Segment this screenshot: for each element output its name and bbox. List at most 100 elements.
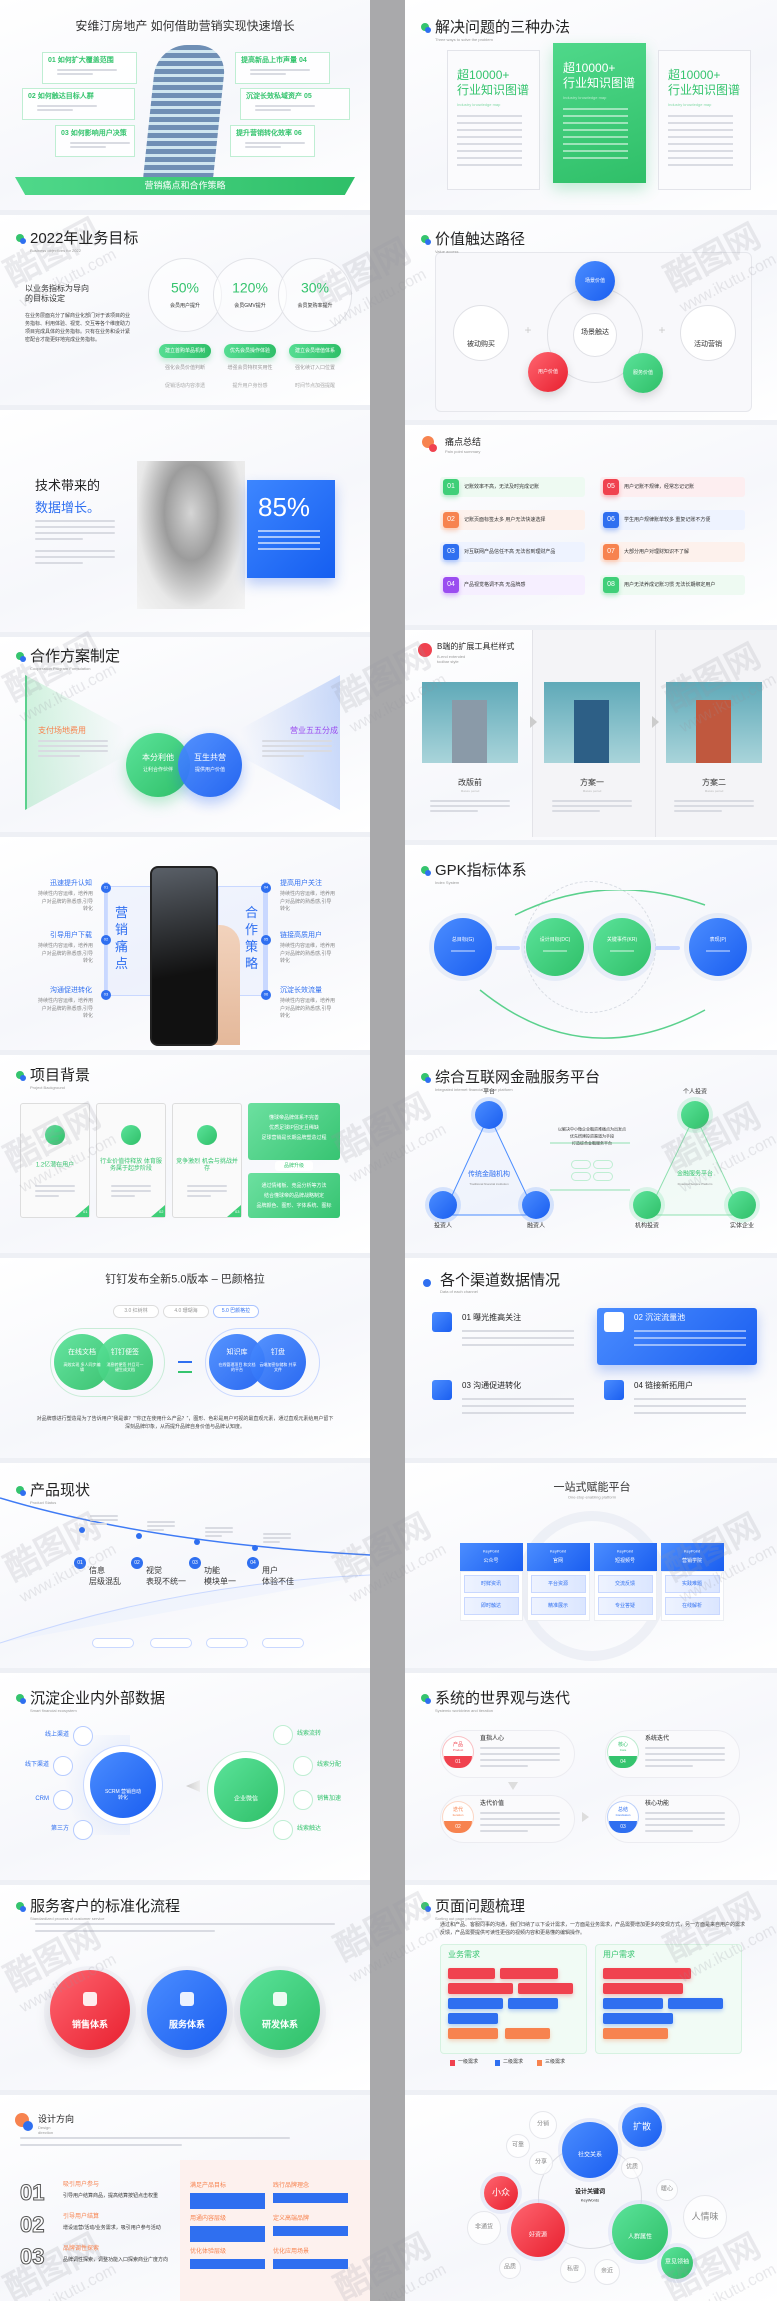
version-tab [163,1305,209,1318]
platform-cell [665,1597,720,1615]
arrow-down-icon [508,1782,518,1790]
step-number: 06 [263,991,269,997]
strategy-card-title: 02 如何触达目标人群 [28,93,94,100]
curve-point [136,1533,142,1539]
text-line [645,1759,725,1761]
text-line [258,530,320,532]
equals-sign [178,1371,192,1373]
tag [593,1160,613,1169]
platform-cell-label: 交流反馈 [614,1581,636,1587]
card-headline: 超10000+ [563,61,616,75]
path-node [453,305,509,361]
requirement-tag [508,1998,558,2009]
card-badge-base [444,1756,472,1768]
section-title: 产品现状 [30,1482,91,1499]
stat-value: 85% [258,492,311,522]
platform-cell [598,1597,653,1615]
action-pill [159,344,211,358]
highlight-block [273,2226,348,2236]
keyword-bubble-minor [656,2179,678,2201]
text-line [430,800,510,802]
keyword-bubble [484,2176,518,2210]
platform-header [661,1543,724,1571]
status-pill [206,1638,248,1648]
card-headline: 行业知识图谱 [668,83,741,97]
lead-label: 线索触达 [297,1826,322,1832]
slide [405,1055,777,1253]
text-line [263,1541,280,1543]
bubble-title: 在线文档 [68,1348,96,1356]
text-line [205,1535,222,1537]
requirement-tag [603,2028,668,2039]
text-line [634,1398,746,1400]
keyword-bubble-minor [506,2134,530,2158]
strategy-desc: 持续性内容运维，培养用户对品牌的熟悉感,引导转化 [280,998,336,1019]
requirement-tag [448,2028,498,2039]
node-label: 场景触达 [581,328,609,336]
system-icon [83,1992,97,2006]
requirement-tag [448,1998,503,2009]
row-title: 引导用户结算 [63,2214,100,2220]
tag [571,1160,591,1169]
action-pill [289,344,341,358]
legend-label: 一级需求 [458,2059,479,2065]
platform-header [460,1543,523,1571]
status-title: 用户 [262,1566,278,1575]
text-line [480,1747,560,1749]
text-line [245,142,305,144]
lead-icon [293,1790,313,1810]
green-card-text: 通过情绪板、竞品分析等方法 [261,1183,327,1189]
pain-point-number: 02 [447,515,455,523]
text-line [35,562,83,564]
circle-title: 互生共营 [194,753,226,763]
section-title: 合作方案制定 [30,648,121,665]
text-line [255,105,315,107]
status-pill [92,1638,134,1648]
text-line [668,157,733,159]
logo-dot-icon [20,1490,26,1496]
node-label: 个人投资 [682,1089,708,1096]
curve-point [252,1545,258,1551]
value-node [528,352,568,392]
requirement-tag [505,2028,550,2039]
panel-heading: 定义高端品牌 [273,2216,310,2222]
text-line [462,1405,574,1407]
channel-title: 02 沉淀流量池 [634,1313,686,1322]
text-line [634,1344,746,1346]
pain-point-text: 记账页面标签太多 用户无法快速选择 [464,517,546,523]
pain-point-row [600,575,745,595]
highlight-block [190,2226,265,2242]
strategy-desc: 持续性内容运维，培养用户对品牌的熟悉感,引导转化 [280,891,336,912]
slide-title: 钉钉发布全新5.0版本 – 巴颜格拉 [105,1273,265,1286]
text-line [205,1527,233,1529]
channel-icon [604,1380,624,1400]
text-line [35,1185,75,1187]
column-divider [370,0,405,2301]
section-title: 沉淀企业内外部数据 [30,1690,166,1707]
text-line [563,136,628,138]
slide [0,1673,370,1880]
text-line [457,115,522,117]
keyword-minor: 私密 [566,2266,580,2273]
status-title: 功能 [204,1566,220,1575]
strategy-card-title: 提高新品上市声量 04 [241,57,307,64]
system-label: 销售体系 [71,2019,109,2030]
channel-icon [53,1790,73,1810]
card-title: 迭代价值 [480,1801,505,1807]
card-icon [45,1125,65,1145]
step-dot [101,935,111,945]
metric-row: 促销活动内容渗透 [164,383,206,389]
step-number: 02 [134,1560,140,1566]
step-number: 03 [103,991,109,997]
node-icon [633,1191,661,1219]
strategy-card [235,52,330,84]
keyword-center: 设计关键词 [574,2189,606,2196]
option-caption-sub: Mature period [704,789,724,794]
index-label: 表现(P) [709,937,727,943]
text-line [668,122,733,124]
logo-dot-icon [425,870,431,876]
step-number: 04 [250,1560,256,1566]
text-line [462,1398,574,1400]
step-number: 03 [192,1560,198,1566]
triangle-center: 金融服务平台 [676,1171,714,1178]
